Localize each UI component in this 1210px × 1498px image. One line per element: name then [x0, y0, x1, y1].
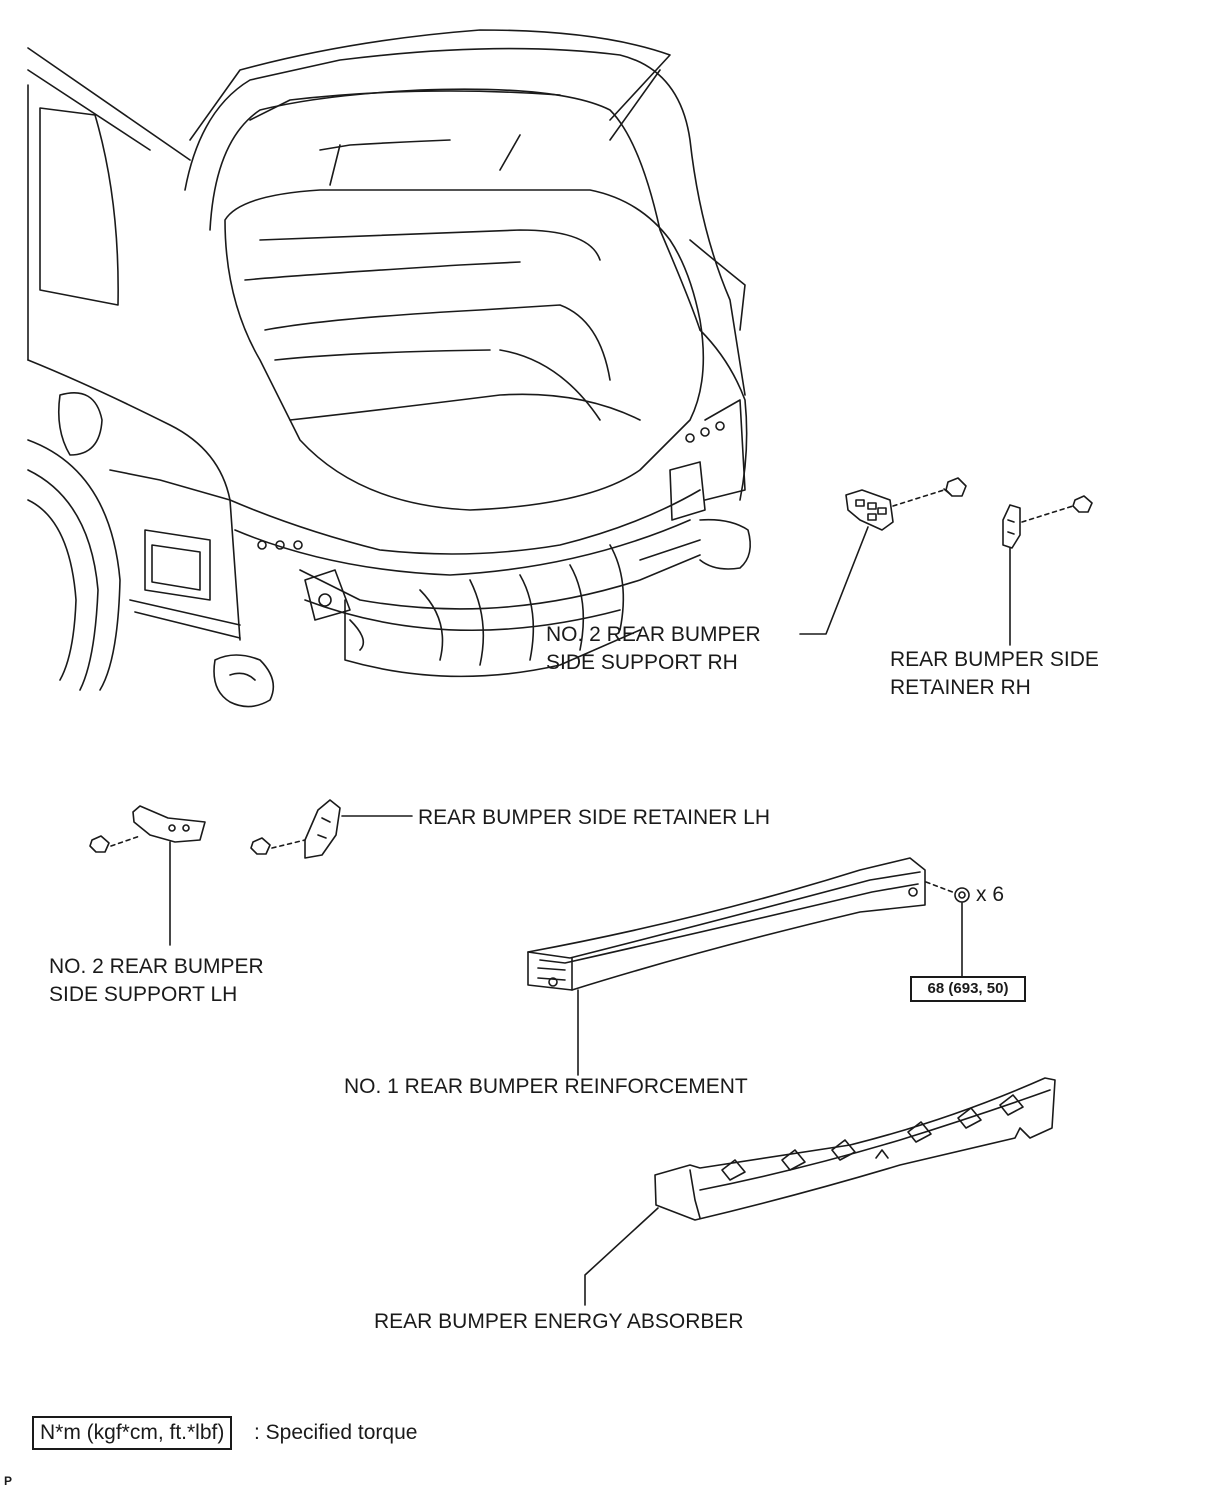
torque-spec-box: 68 (693, 50): [910, 976, 1026, 1002]
dashed-line-lh-support: [110, 835, 141, 847]
label-reinforcement: NO. 1 REAR BUMPER REINFORCEMENT: [344, 1075, 748, 1098]
vehicle-rear-illustration: [27, 29, 751, 708]
side-support-rh-part: [845, 489, 894, 531]
leader-energy-absorber: [584, 1207, 659, 1306]
label-nut-quantity: x 6: [976, 883, 1005, 906]
dashed-line-nut: [925, 881, 956, 894]
legend-unit-box: N*m (kgf*cm, ft.*lbf): [32, 1416, 233, 1450]
dashed-line-lh-retainer: [271, 839, 306, 849]
nut-icon: [954, 887, 970, 903]
bolt-lh-retainer: [250, 837, 271, 855]
energy-absorber-part: [654, 1077, 1056, 1221]
side-retainer-rh-part: [1002, 504, 1021, 549]
legend-description: : Specified torque: [254, 1421, 418, 1444]
label-side-support-rh: NO. 2 REAR BUMPER SIDE SUPPORT RH: [546, 623, 761, 674]
label-side-retainer-rh: REAR BUMPER SIDE RETAINER RH: [890, 648, 1099, 699]
dashed-line-rh-support: [892, 489, 945, 507]
leader-rh-support: [799, 526, 869, 635]
bolt-rh-retainer: [1072, 495, 1093, 513]
bolt-lh-support: [89, 835, 110, 853]
dashed-line-rh-retainer: [1021, 505, 1074, 523]
label-energy-absorber: REAR BUMPER ENERGY ABSORBER: [374, 1310, 744, 1333]
side-retainer-lh-part: [304, 799, 341, 859]
label-side-support-lh: NO. 2 REAR BUMPER SIDE SUPPORT LH: [49, 955, 264, 1006]
corner-mark: P: [4, 1474, 13, 1488]
reinforcement-part: [527, 857, 926, 991]
bolt-rh-support: [943, 477, 967, 497]
side-support-lh-part: [132, 805, 206, 843]
label-side-retainer-lh: REAR BUMPER SIDE RETAINER LH: [418, 806, 771, 829]
